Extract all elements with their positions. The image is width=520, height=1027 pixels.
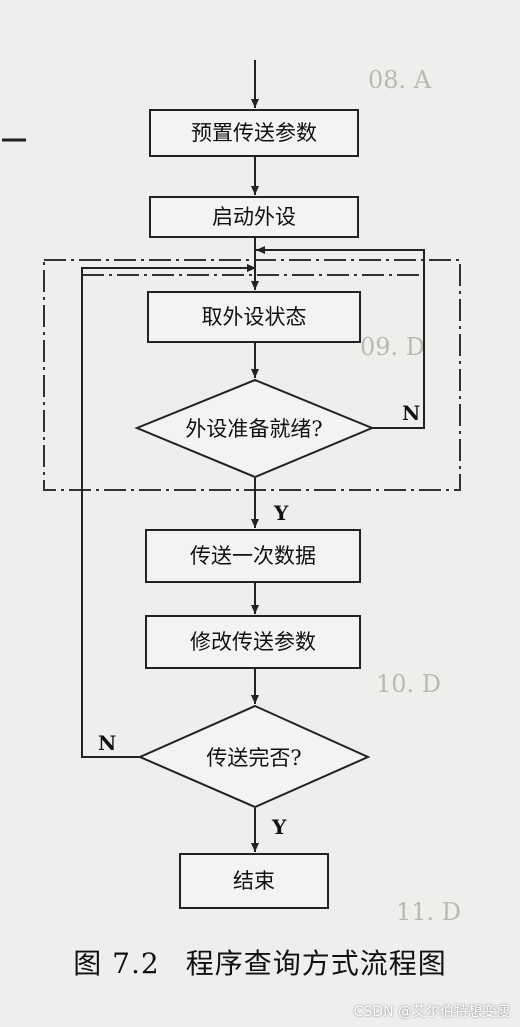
node-device-ready-label: 外设准备就绪? <box>185 417 322 441</box>
node-transfer-done-diamond <box>137 704 371 809</box>
bg-fragment-1: 08. A <box>368 66 432 94</box>
node-end-label: 结束 <box>233 869 275 893</box>
flowchart: 08. A 09. D 10. D 11. D 预置传送参数 启动外设 取外设状… <box>2 60 461 926</box>
node-start-device-box <box>149 196 359 238</box>
node-transfer-once-label: 传送一次数据 <box>190 544 316 568</box>
bg-fragment-2: 09. D <box>360 333 425 361</box>
node-transfer-done-label: 传送完否? <box>206 746 301 770</box>
bg-fragment-4: 11. D <box>396 898 461 926</box>
arrow-ready-no-loop <box>256 246 425 429</box>
outer-dashdot-frame <box>43 259 461 491</box>
label-ready-yes: Y <box>273 501 289 525</box>
node-preset-box <box>149 109 359 157</box>
label-done-yes: Y <box>271 815 287 839</box>
node-transfer-once-box <box>145 529 361 583</box>
node-modify-params-label: 修改传送参数 <box>190 630 316 654</box>
figure-number: 图 7.2 <box>73 947 160 980</box>
node-device-ready-diamond <box>134 378 375 479</box>
node-modify-params-box <box>145 615 361 669</box>
node-start-device-label: 启动外设 <box>212 205 296 229</box>
bg-fragment-3: 10. D <box>376 670 441 698</box>
watermark: CSDN @艾尔伯特想变瘦 <box>353 1004 510 1020</box>
node-end-box <box>179 853 329 909</box>
label-ready-no: N <box>402 401 420 425</box>
node-get-status-label: 取外设状态 <box>202 305 307 329</box>
figure-caption: 图 7.2 程序查询方式流程图 <box>0 942 520 982</box>
label-done-no: N <box>98 731 116 755</box>
node-preset-label: 预置传送参数 <box>191 121 317 145</box>
arrow-done-no-loop <box>81 264 256 758</box>
figure-title: 程序查询方式流程图 <box>185 947 447 980</box>
node-get-status-box <box>147 291 361 343</box>
